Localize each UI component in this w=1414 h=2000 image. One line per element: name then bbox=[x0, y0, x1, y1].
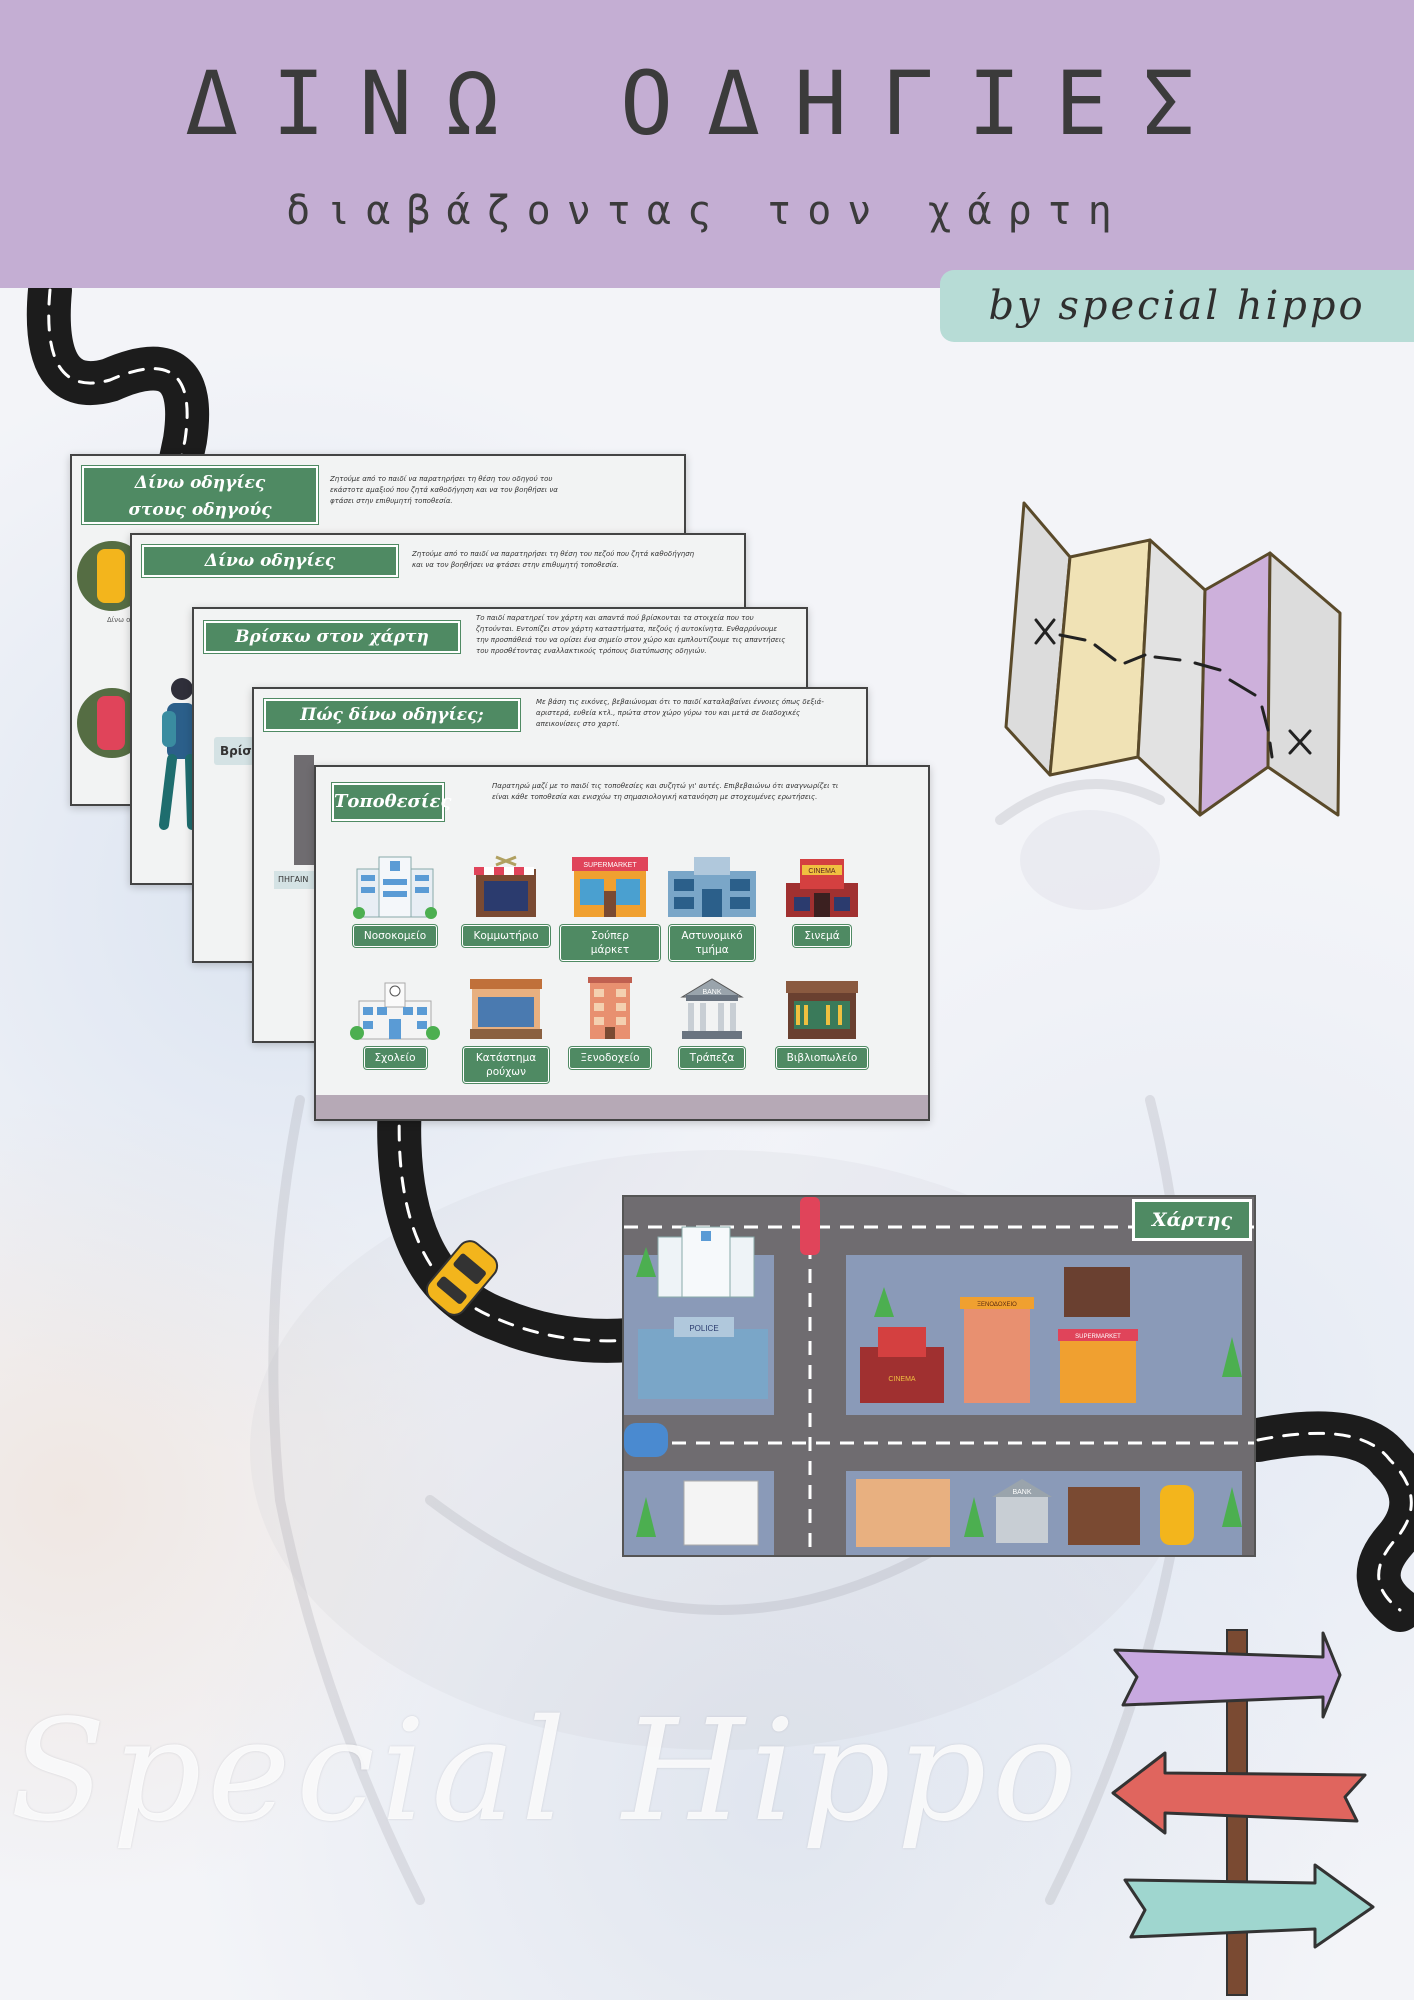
slide-4-side-caption: ΠΗΓΑΙΝ bbox=[274, 871, 316, 889]
city-map-illustration: POLICE CINEMA ΞΕΝΟΔΟΧΕΙΟ SUPERMARKET BAN… bbox=[624, 1197, 1254, 1555]
hospital-icon bbox=[353, 856, 437, 919]
slide-4-title: Πώς δίνω οδηγίες; bbox=[264, 699, 520, 731]
location-label: Νοσοκομείο bbox=[352, 925, 438, 947]
barbershop-building bbox=[1068, 1487, 1140, 1545]
bookstore-icon bbox=[786, 981, 858, 1039]
slide-5[interactable]: Τοποθεσίες Παρατηρώ μαζί με το παιδί τις… bbox=[314, 765, 930, 1121]
bookstore-building bbox=[1064, 1267, 1130, 1317]
slide-2-title: Δίνω οδηγίες bbox=[142, 545, 398, 577]
barbershop-icon bbox=[474, 855, 536, 917]
slide-footer-bar bbox=[316, 1095, 928, 1119]
location-label: Ξενοδοχείο bbox=[569, 1047, 651, 1069]
location-cinema: CINEMA Σινεμά bbox=[772, 853, 872, 947]
byline-badge: by special hippo bbox=[940, 270, 1414, 342]
blue-car bbox=[624, 1423, 668, 1457]
svg-text:CINEMA: CINEMA bbox=[808, 868, 836, 875]
page-subtitle: διαβάζοντας τον χάρτη bbox=[286, 188, 1128, 234]
location-police-station: Αστυνομικό τμήμα bbox=[662, 853, 762, 961]
location-label: Αστυνομικό τμήμα bbox=[669, 925, 755, 961]
location-supermarket: SUPERMARKET Σούπερ μάρκετ bbox=[560, 853, 660, 961]
location-bank: BANK Τράπεζα bbox=[662, 975, 762, 1069]
location-clothing-store: Κατάστημα ρούχων bbox=[456, 975, 556, 1083]
svg-text:SUPERMARKET: SUPERMARKET bbox=[583, 862, 637, 869]
school-building bbox=[683, 1480, 759, 1546]
bank-building: BANK bbox=[992, 1479, 1052, 1543]
header-banner: ΔΙΝΩ ΟΔΗΓΙΕΣ διαβάζοντας τον χάρτη bbox=[0, 0, 1414, 288]
school-icon bbox=[350, 982, 440, 1040]
svg-text:ΞΕΝΟΔΟΧΕΙΟ: ΞΕΝΟΔΟΧΕΙΟ bbox=[977, 1302, 1017, 1308]
arrow-sign-red bbox=[1111, 1751, 1367, 1835]
cinema-icon: CINEMA bbox=[786, 859, 858, 917]
clothing-building bbox=[856, 1479, 950, 1547]
map-label: Χάρτης bbox=[1132, 1199, 1252, 1241]
slide-5-text: Παρατηρώ μαζί με το παιδί τις τοποθεσίες… bbox=[492, 782, 839, 801]
slide-5-title: Τοποθεσίες bbox=[332, 783, 451, 821]
location-label: Σούπερ μάρκετ bbox=[560, 925, 660, 961]
slide-4-text: Με βάση τις εικόνες, βεβαιώνομαι ότι το … bbox=[536, 698, 824, 728]
svg-text:BANK: BANK bbox=[702, 989, 721, 996]
location-label: Βιβλιοπωλείο bbox=[775, 1047, 869, 1069]
supermarket-building: SUPERMARKET bbox=[1058, 1329, 1138, 1403]
pedestrian-icon bbox=[159, 678, 197, 830]
road-thumbnail bbox=[294, 755, 314, 865]
slide-1-text: Ζητούμε από το παιδί να παρατηρήσει τη θ… bbox=[330, 475, 558, 505]
page-title: ΔΙΝΩ ΟΔΗΓΙΕΣ bbox=[185, 52, 1229, 155]
watermark: Special Hippo bbox=[10, 1690, 1083, 1853]
taxi bbox=[1160, 1485, 1194, 1545]
slide-3-text: Το παιδί παρατηρεί τον χάρτη και απαντά … bbox=[476, 614, 786, 655]
location-hospital: Νοσοκομείο bbox=[345, 853, 445, 947]
location-school: Σχολείο bbox=[345, 975, 445, 1069]
location-label: Τράπεζα bbox=[678, 1047, 746, 1069]
police-station-icon bbox=[668, 857, 756, 917]
location-label: Κατάστημα ρούχων bbox=[463, 1047, 549, 1083]
svg-text:SUPERMARKET: SUPERMARKET bbox=[1075, 1334, 1121, 1340]
taxi-icon bbox=[425, 1240, 499, 1316]
cinema-building: CINEMA bbox=[860, 1327, 944, 1403]
svg-text:CINEMA: CINEMA bbox=[888, 1376, 916, 1383]
clothing-store-icon bbox=[470, 979, 542, 1039]
red-car bbox=[800, 1197, 820, 1255]
signpost-icon bbox=[1111, 1629, 1375, 1996]
hospital-building bbox=[657, 1226, 755, 1298]
slide-1-title: Δίνω οδηγίες στους οδηγούς bbox=[82, 466, 318, 524]
location-label: Κομμωτήριο bbox=[462, 925, 550, 947]
hotel-building: ΞΕΝΟΔΟΧΕΙΟ bbox=[960, 1297, 1034, 1403]
city-map-preview[interactable]: POLICE CINEMA ΞΕΝΟΔΟΧΕΙΟ SUPERMARKET BAN… bbox=[622, 1195, 1256, 1557]
location-barbershop: Κομμωτήριο bbox=[456, 853, 556, 947]
location-hotel: Ξενοδοχείο bbox=[560, 975, 660, 1069]
svg-text:POLICE: POLICE bbox=[689, 1324, 718, 1333]
slide-3-side-caption: Βρίσ bbox=[214, 737, 254, 765]
svg-text:BANK: BANK bbox=[1012, 1489, 1031, 1496]
folded-map-icon bbox=[1004, 501, 1342, 817]
location-bookstore: Βιβλιοπωλείο bbox=[772, 975, 872, 1069]
location-label: Σινεμά bbox=[793, 925, 851, 947]
supermarket-icon: SUPERMARKET bbox=[572, 857, 648, 917]
slide-3-title: Βρίσκω στον χάρτη bbox=[204, 621, 460, 653]
hotel-icon bbox=[588, 977, 632, 1039]
slide-2-text: Ζητούμε από το παιδί να παρατηρήσει τη θ… bbox=[412, 550, 695, 569]
bank-icon: BANK bbox=[680, 978, 744, 1039]
police-building: POLICE bbox=[638, 1317, 768, 1399]
arrow-sign-teal bbox=[1123, 1863, 1375, 1949]
location-label: Σχολείο bbox=[363, 1047, 427, 1069]
arrow-sign-purple bbox=[1113, 1631, 1342, 1719]
